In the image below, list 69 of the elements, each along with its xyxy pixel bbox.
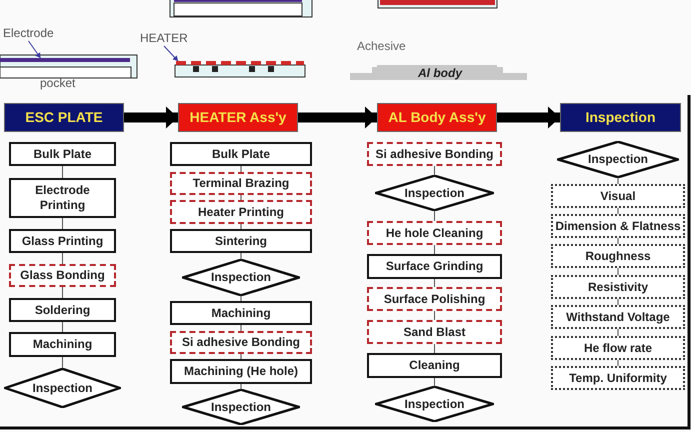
stage-header: HEATER Ass'y [178,103,298,132]
stage-header: AL Body Ass'y [377,103,497,132]
connector-line [240,194,242,200]
connector-line [62,166,63,178]
inspection-item-box: Roughness [551,244,685,268]
connector-line [240,354,242,360]
inspection-item-box: He flow rate [551,336,685,360]
decision-diamond: Inspection [4,368,121,408]
decision-diamond: Inspection [375,175,494,211]
callout-label: pocket [40,76,76,90]
connector-line [434,310,435,320]
leader-line [28,40,41,58]
connector-line [434,210,435,222]
inspection-item-box: Temp. Uniformity [551,366,685,390]
stage-header: ESC PLATE [4,103,124,132]
electrode-layer [0,58,130,62]
process-box: He hole Cleaning [367,221,502,245]
inspection-item-box: Withstand Voltage [551,305,685,329]
connector-line [434,378,435,386]
process-box: Surface Grinding [367,254,502,279]
inspection-item-box: Dimension & Flatness [551,214,685,238]
connector-line [62,252,63,264]
part-label: Al body [418,66,462,80]
process-box: Heater Printing [170,200,312,224]
process-box: Bulk Plate [9,142,116,166]
process-box: Terminal Brazing [170,172,312,195]
leader-line [164,46,178,62]
decision-diamond: Inspection [182,259,300,296]
heater-pattern [176,61,304,65]
process-box: Machining [9,332,116,357]
process-box: Soldering [9,298,116,322]
inspection-item-box: Resistivity [551,275,685,299]
connector-line [240,252,242,260]
decision-diamond: Inspection [182,389,300,425]
connector-line [434,278,435,288]
connector-line [434,244,435,254]
connector-line [62,286,63,298]
connector-line [434,166,435,176]
process-box: Glass Printing [9,229,116,253]
arrow [497,106,560,128]
callout-text: Electrode [3,26,54,41]
connector-line [62,322,63,332]
decision-diamond: Inspection [557,141,679,178]
stage-header: Inspection [560,103,681,132]
connector-line [434,344,435,354]
process-box: Machining [170,301,312,325]
process-box: Sand Blast [367,320,502,344]
connector-line [62,218,63,230]
process-box: Si adhesive Bonding [170,331,312,354]
process-box: Bulk Plate [170,142,312,166]
connector-line [240,166,242,172]
process-box: Sintering [170,229,312,253]
process-box: Surface Polishing [367,287,502,311]
process-box: Machining (He hole) [170,359,312,384]
arrow [298,106,377,128]
arrow [124,106,178,128]
process-box: Cleaning [367,353,502,378]
connector-line [240,324,242,332]
process-box: Si adhesive Bonding [367,142,502,166]
connector-line [240,384,242,390]
callout-text: HEATER [140,31,188,46]
inspection-item-box: Visual [551,184,685,208]
connector-line [240,296,242,302]
process-box: Electrode Printing [9,178,116,218]
connector-line [62,356,63,368]
callout-label: Achesive [357,39,406,53]
connector-line [240,224,242,230]
decision-diamond: Inspection [375,386,494,422]
process-box: Glass Bonding [9,264,116,287]
